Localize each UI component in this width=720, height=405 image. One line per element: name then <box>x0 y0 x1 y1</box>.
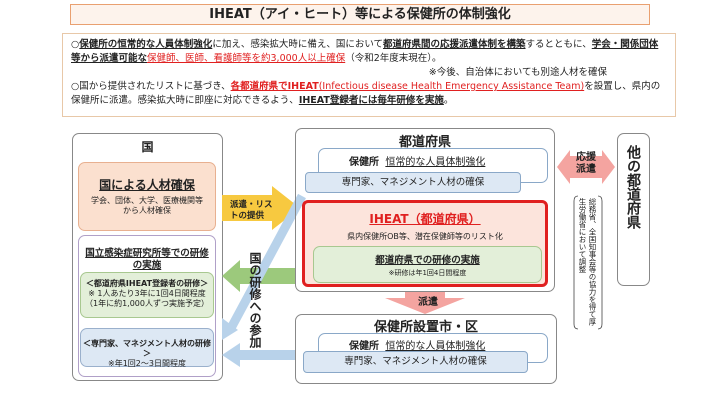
kuni-secure-title: 国による人材確保 <box>99 178 195 192</box>
pref-training-title: 都道府県での研修の実施 <box>375 255 480 266</box>
t: ○国から提供されたリストに基づき、 <box>71 81 231 92</box>
t: （令和2年度末現在）。 <box>345 53 442 64</box>
kuni-title: 国 <box>141 140 154 154</box>
intro-box: ○保健所の恒常的な人員体制強化に加え、感染拡大時に備え、国において都道府県間の応… <box>62 33 676 117</box>
intro-p2: ○国から提供されたリストに基づき、各都道府県でIHEAT(Infectious … <box>71 80 667 108</box>
iheat-title: IHEAT（都道府県） <box>369 212 481 226</box>
participate-line <box>226 193 306 333</box>
t: ○ <box>71 39 80 50</box>
support-label: 応援派遣 <box>576 152 596 175</box>
t: 。 <box>443 95 454 106</box>
pref-box <box>295 128 555 292</box>
coordination-label: 総務省、全国知事会等の協力を得て厚生労働省において調整 <box>578 198 597 326</box>
participate-arrow-head <box>222 318 238 340</box>
kuni-box <box>72 133 223 381</box>
experts-label: 専門家、マネジメント人材の確保 <box>341 177 485 188</box>
dispatch-arrow <box>385 292 465 314</box>
coordination-bracket <box>573 195 603 330</box>
pref-training-box: 都道府県での研修の実施 ※研修は年1回4日間程度 <box>313 246 542 283</box>
participate-label: 国の研修への参加 <box>248 252 262 348</box>
city-box <box>295 314 557 384</box>
pref-title: 都道府県 <box>398 135 451 150</box>
provide-arrow <box>222 186 300 230</box>
support-double-arrow <box>557 150 615 184</box>
experts-label: 専門家、マネジメント人材の確保 <box>344 356 487 367</box>
city-title: 保健所設置市・区 <box>373 320 478 335</box>
iheat-desc: 県内保健所OB等、潜在保健師等のリスト化 <box>347 232 503 241</box>
t2-note: ※年1回2～3日間程度 <box>108 359 186 368</box>
intro-note: ※今後、自治体においても別途人材を確保 <box>428 67 607 78</box>
t: 各都道府県でIHEAT <box>230 81 319 92</box>
t: するとともに、 <box>525 39 592 50</box>
hc-label: 保健所 <box>349 157 379 168</box>
dispatch-label: 派遣 <box>418 297 438 308</box>
t1-note2: （1年に約1,000人ずつ実施予定） <box>85 299 209 308</box>
kuni-secure-box <box>78 162 216 231</box>
provide-label: 派遣・リストの提供 <box>230 200 273 221</box>
t: 都道府県間の応援派遣体制を構築 <box>383 39 526 50</box>
iheat-training-box: ＜都道府県IHEAT登録者の研修＞ ※ 1人あたり3年に1回4日間程度 （1年に… <box>80 272 214 318</box>
t: 保健所の恒常的な人員体制強化 <box>79 39 213 50</box>
t: IHEAT登録者には毎年研修を実施 <box>298 95 444 106</box>
expert-training-box: ＜専門家、マネジメント人材の研修＞ ※年1回2～3日間程度 <box>80 328 214 368</box>
pref-training-note: ※研修は年1回4日間程度 <box>388 269 467 277</box>
hc-desc: 恒常的な人員体制強化 <box>385 341 486 352</box>
kuni-training-title: 国立感染症研究所等での研修の実施 <box>85 248 209 271</box>
page-title: IHEAT（アイ・ヒート）等による保健所の体制強化 <box>209 7 511 22</box>
kuni-training-box <box>78 235 216 377</box>
t: 保健師、医師、看護師等を約3,000人以上確保 <box>147 53 346 64</box>
t2-title: ＜専門家、マネジメント人材の研修＞ <box>83 339 211 358</box>
city-training-arrow <box>222 343 296 367</box>
t: (Infectious disease Health Emergency Ass… <box>318 81 585 92</box>
intro-p1: ○保健所の恒常的な人員体制強化に加え、感染拡大時に備え、国において都道府県間の応… <box>71 38 667 66</box>
other-pref-title: 他の都道府県 <box>625 145 641 229</box>
other-pref-box <box>617 133 650 286</box>
pref-experts-box: 専門家、マネジメント人材の確保 <box>305 172 521 193</box>
hc-label: 保健所 <box>349 341 379 352</box>
hc-desc: 恒常的な人員体制強化 <box>385 157 486 168</box>
t1-note1: ※ 1人あたり3年に1回4日間程度 <box>88 289 206 298</box>
city-experts-box: 専門家、マネジメント人材の確保 <box>303 351 528 373</box>
title-bar: IHEAT（アイ・ヒート）等による保健所の体制強化 <box>70 4 650 25</box>
t1-title: ＜都道府県IHEAT登録者の研修＞ <box>85 279 209 288</box>
t: 学会・関係団体等から派遣可能な <box>71 39 659 64</box>
kuni-secure-desc: 学会、団体、大学、医療機関等から人材確保 <box>91 196 203 215</box>
t: を設置し、県内の保健所に派遣。感染拡大時に即座に対応できるよう、 <box>71 81 661 106</box>
t: に加え、感染拡大時に備え、国において <box>212 39 384 50</box>
